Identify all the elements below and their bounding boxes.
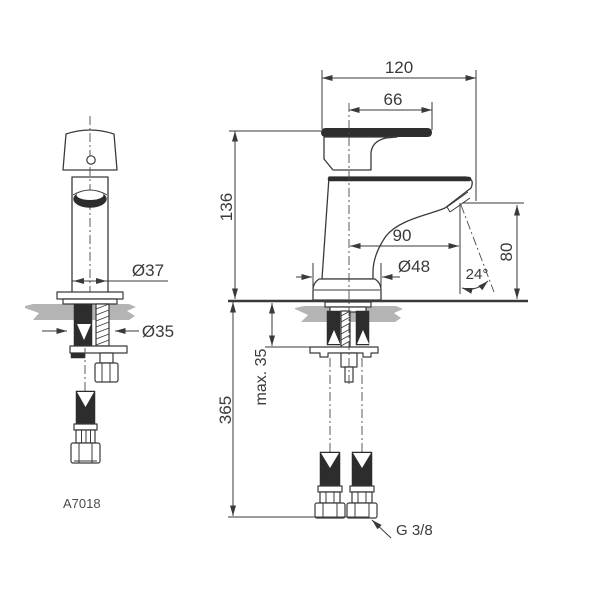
spout-outlet-highlight [76,190,104,200]
dim-120-label: 120 [385,58,413,77]
dimension-annotations: 120 66 136 365 max. 35 90 Ø48 80 24 [216,58,528,539]
dim-80-label: 80 [497,243,516,262]
thread-hatching [95,303,110,346]
mounting-bracket-front [69,345,128,354]
dim-max35-label: max. 35 [253,348,270,405]
dim-24deg-label: 24° [466,266,489,283]
nut-neck [99,352,114,364]
dim-37-label: Ø37 [132,261,164,280]
dim-48-label: Ø48 [398,257,430,276]
dim-365-label: 365 [216,396,235,424]
handle-neck-side [323,136,398,171]
hose-chevron [77,324,91,340]
escutcheon-side [324,301,372,308]
spout-lip-front [72,189,108,196]
dim-90-label: 90 [393,226,412,245]
front-view: Ø37 Ø35 A7018 [25,116,174,511]
dim-136-label: 136 [217,193,236,221]
flex-hose-side-right [346,451,378,519]
product-code-label: A7018 [63,496,101,511]
bracket-step [70,352,86,359]
threaded-rod-front [95,303,110,347]
lever-side [321,128,432,137]
body-side [321,176,473,280]
escutcheon-front [56,291,124,300]
dim-35-label: Ø35 [142,322,174,341]
dim-66-label: 66 [384,90,403,109]
dim-mounting-hole: Ø35 [42,322,174,341]
escutcheon-front-lower [62,298,118,305]
mounting-bracket-side [309,346,379,358]
mounting-nut [94,362,119,383]
side-view [295,103,473,519]
flex-hose-side-left [314,451,346,519]
handle-dot-icon [86,155,96,165]
flex-hose-front [70,390,101,464]
thread-size-label: G 3/8 [396,522,433,539]
dim-body-diameter: Ø37 [72,261,168,284]
thread-hatching-side [340,310,351,347]
